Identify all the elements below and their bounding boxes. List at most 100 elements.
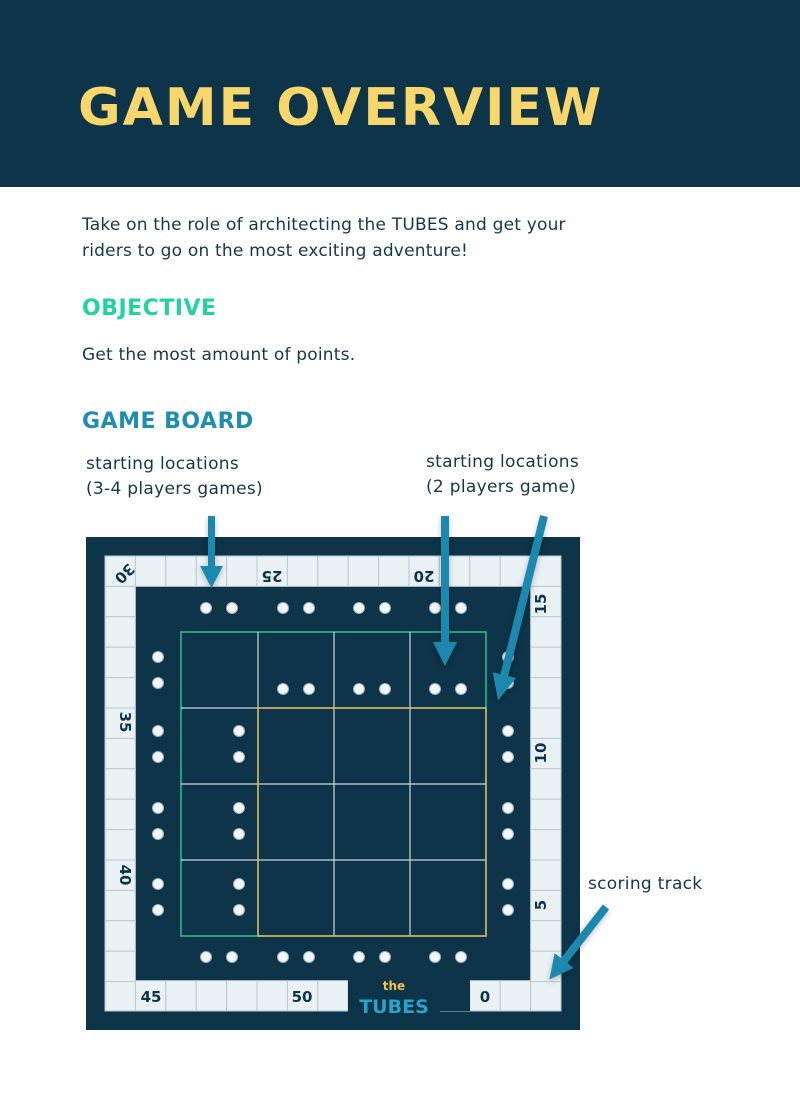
track-cell [530,737,562,770]
start-dot [353,683,365,695]
start-dot [152,828,164,840]
start-dot [200,602,212,614]
track-cell [104,829,136,861]
start-dot [502,878,514,890]
track-cell [530,829,562,861]
objective-heading: OBJECTIVE [82,296,217,321]
track-cell [530,646,562,679]
start-dot [429,951,441,963]
intro-line-2: riders to go on the most exciting advent… [82,241,469,261]
track-number-50: 50 [292,988,313,1006]
start-dot [277,683,289,695]
start-dot [379,683,391,695]
start-dot [233,751,245,763]
logo-background [348,980,440,1020]
track-gap [440,980,470,1011]
arrow-start-two [433,516,457,666]
start-dot [233,725,245,737]
objective-text: Get the most amount of points. [82,345,356,365]
track-cell [195,980,228,1012]
track-cell [104,980,136,1012]
track-cell [104,889,136,922]
start-dot [233,904,245,916]
arrow-start-two-right [492,515,548,701]
track-cell [469,555,501,587]
arrow-start-multi [200,516,223,588]
track-cell [530,768,562,800]
track-number-40: 40 [116,865,134,886]
track-cell [530,585,562,618]
track-cell [530,616,562,648]
track-number-35: 35 [116,712,134,733]
start-dot [379,951,391,963]
start-dot [152,904,164,916]
start-dot [429,602,441,614]
track-cell [286,555,319,587]
callout-start-two: starting locations (2 players game) [426,450,579,500]
start-dot [303,951,315,963]
track-cell [530,707,562,739]
start-dot [233,878,245,890]
track-cell [104,859,136,891]
track-cell [104,646,136,679]
track-cell [104,798,136,831]
arrow-scoring-track [549,904,610,980]
track-number-10: 10 [532,743,550,764]
start-dot [233,828,245,840]
track-number-20: 20 [414,567,435,585]
start-dot [226,602,238,614]
tubes-logo-text: TUBES [359,996,429,1018]
start-dot [152,802,164,814]
start-dot [303,602,315,614]
logo-small-text: the [383,979,405,993]
track-cell [165,555,197,587]
start-dot [152,751,164,763]
track-cell [165,980,197,1012]
start-dot [152,677,164,689]
track-cell [499,980,532,1012]
tubes-logo: TUBES [359,996,429,1018]
tile-grid-inner [257,707,487,937]
track-number-45: 45 [141,988,162,1006]
track-cell [408,555,440,587]
callout-start-multi-line-2: (3-4 players games) [86,479,263,499]
callout-arrows [200,515,610,980]
track-number-25: 25 [262,567,283,585]
start-dot [502,802,514,814]
scoring-track [104,555,562,1020]
track-cell [347,555,380,587]
track-cell [530,920,562,952]
track-cell [134,555,167,587]
intro-paragraph: Take on the role of architecting the TUB… [82,212,682,264]
start-dot [226,951,238,963]
start-dot [233,802,245,814]
track-cell [317,980,349,1012]
page-title: GAME OVERVIEW [78,78,604,138]
callout-start-two-line-1: starting locations [426,452,579,472]
track-cell [134,980,167,1012]
track-number-5: 5 [532,900,550,910]
track-cell [530,677,562,709]
track-cell [256,555,288,587]
game-board-heading: GAME BOARD [82,409,254,434]
track-cell [378,555,410,587]
track-cell [530,798,562,831]
start-dot [502,904,514,916]
start-dot [379,602,391,614]
start-dot [277,951,289,963]
track-number-15: 15 [532,594,550,615]
start-dot [455,683,467,695]
start-dot [502,725,514,737]
track-numbers: 30 25 20 15 10 5 35 40 45 50 0 [111,560,550,1006]
track-cell [104,950,136,983]
track-cell [530,980,562,1012]
start-dot [152,878,164,890]
track-cell [226,555,258,587]
callout-start-two-line-2: (2 players game) [426,477,577,497]
start-dot [152,725,164,737]
start-dot [502,751,514,763]
track-cell [317,555,349,587]
track-cell [104,737,136,770]
start-dot [455,602,467,614]
start-dot [303,683,315,695]
